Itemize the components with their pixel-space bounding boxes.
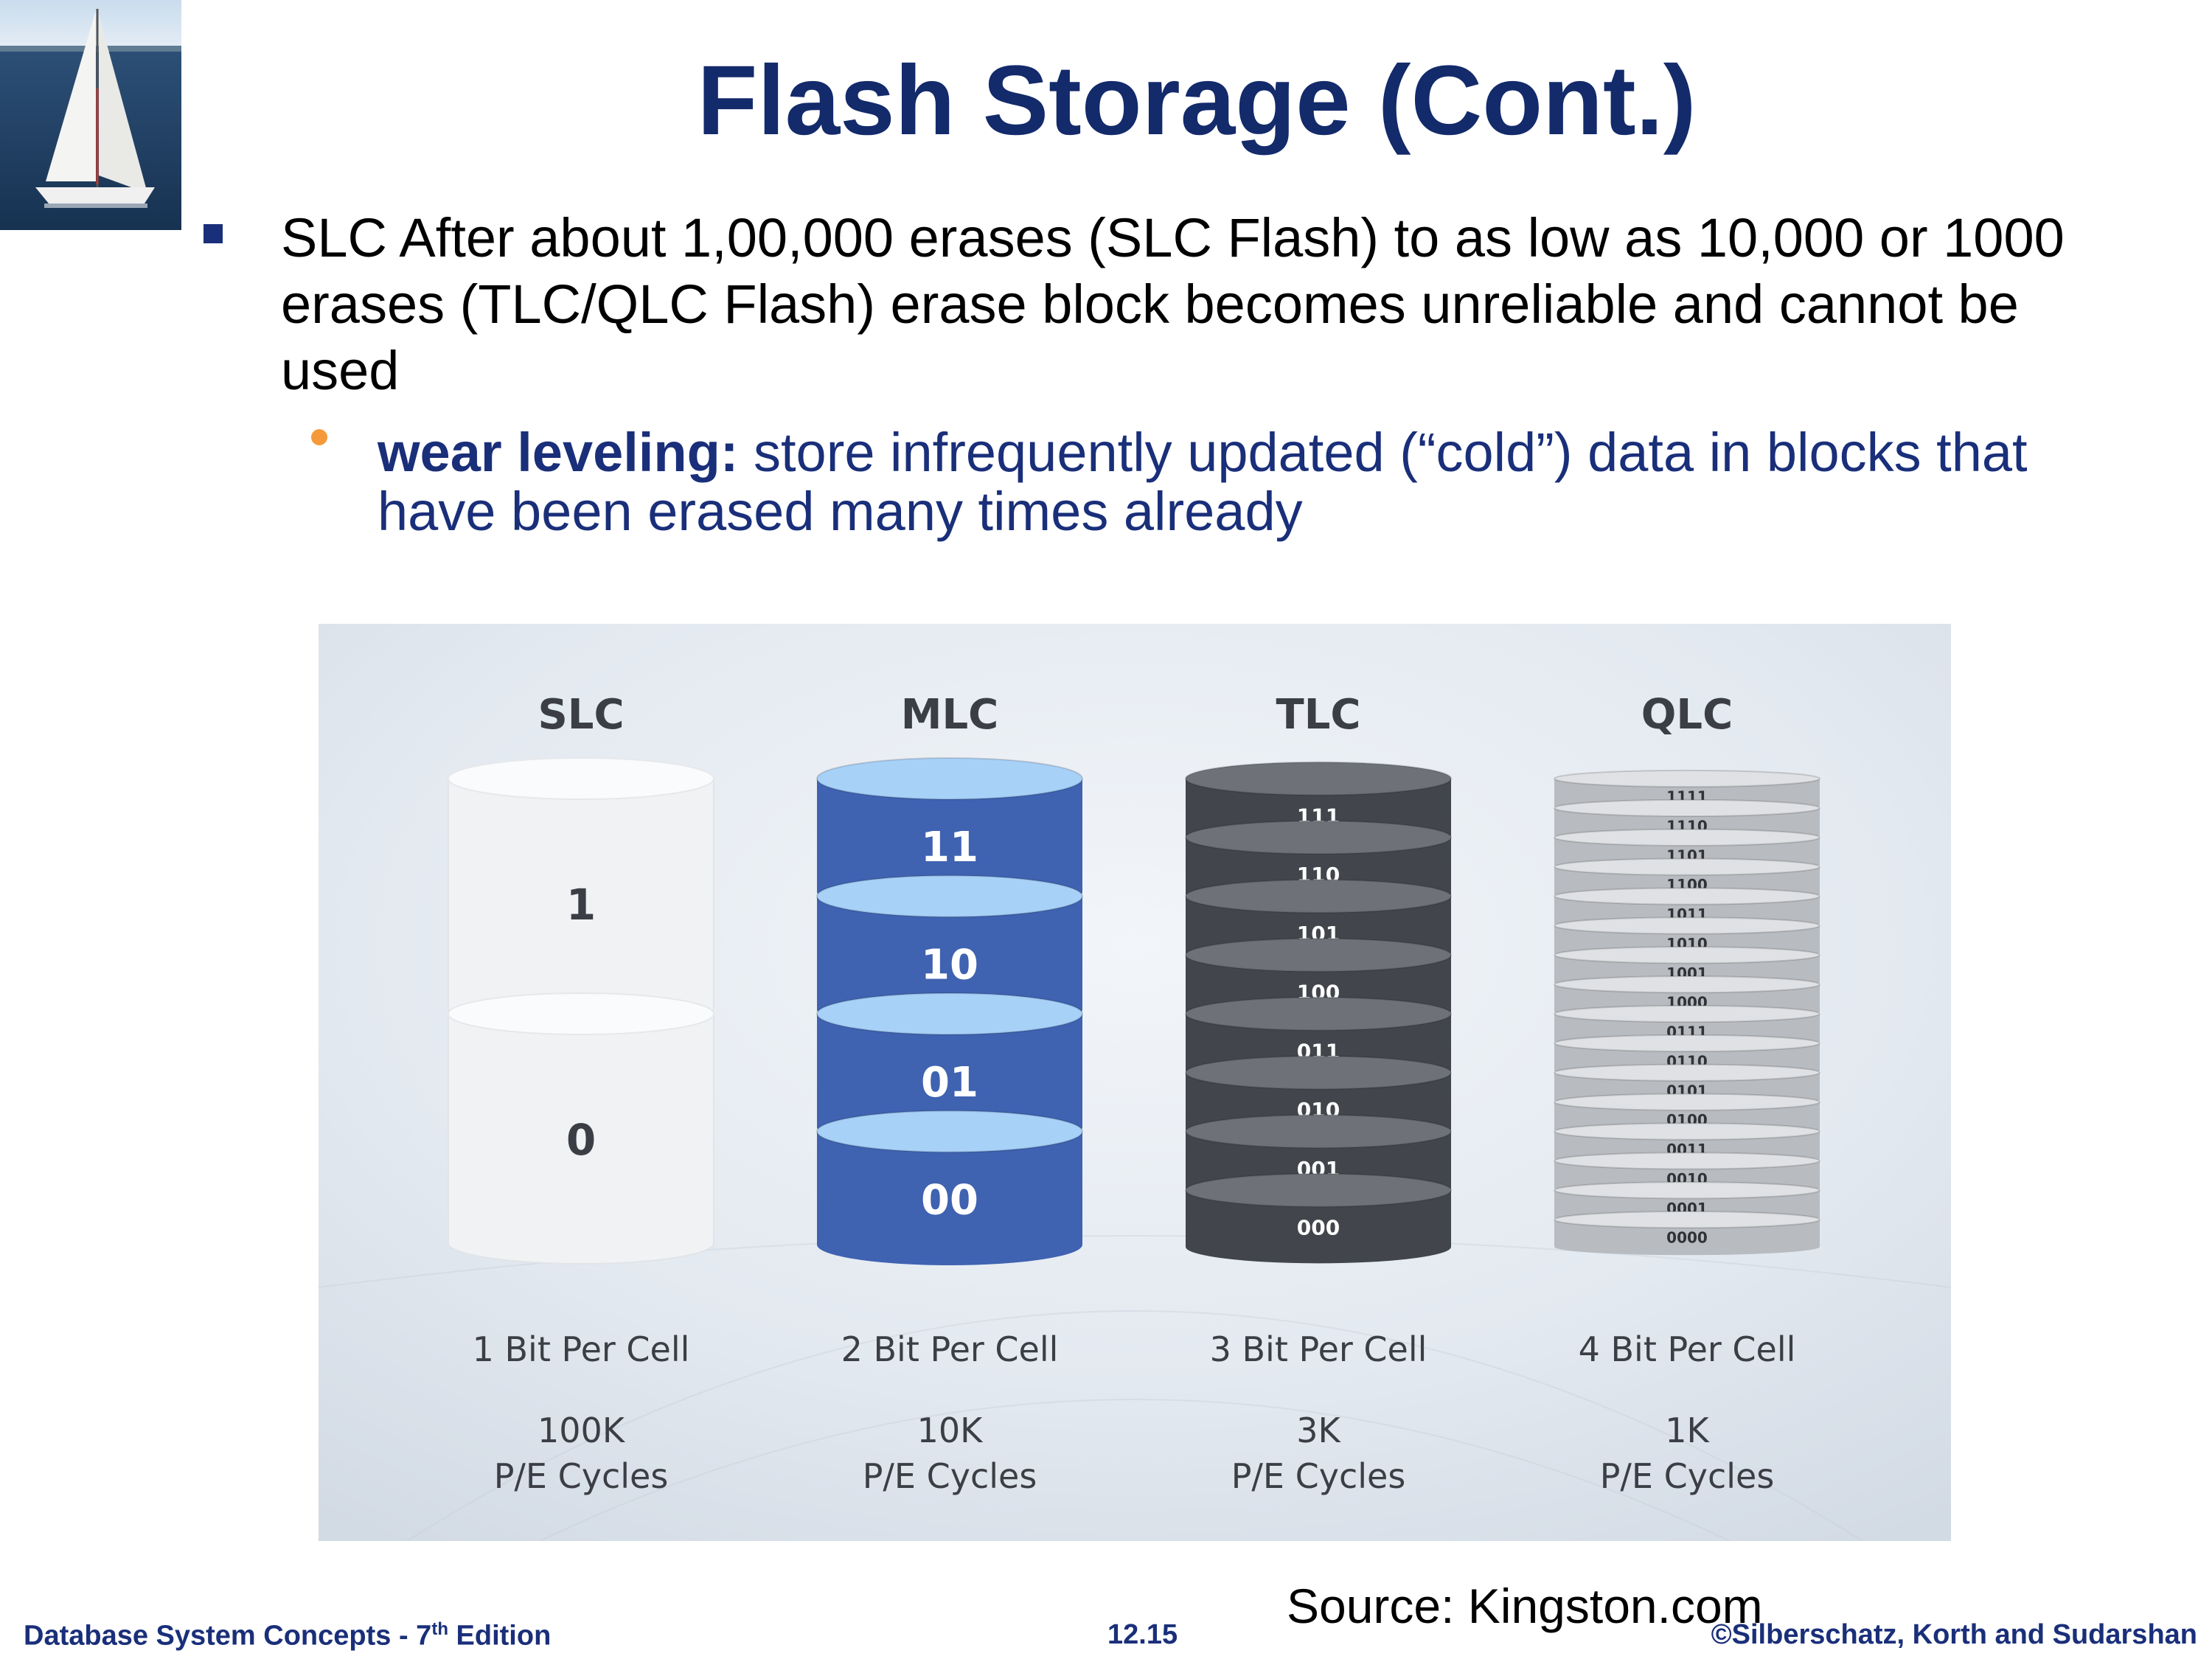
bits-per-cell: 2 Bit Per Cell [841,1329,1059,1369]
footer-book: Database System Concepts - 7th Edition [24,1619,551,1652]
disk-top [816,757,1083,800]
term-wear-leveling: wear leveling: [378,422,739,483]
disk-body [817,1131,1082,1265]
pe-cycles-value: 10K [917,1411,984,1450]
disk-top [1554,769,1820,788]
disk-top [1554,946,1820,964]
disk-top [1554,1152,1820,1170]
dot-bullet-icon [311,429,327,445]
disk-top [1554,1004,1820,1023]
disk-top [816,874,1083,918]
bits-per-cell: 1 Bit Per Cell [473,1329,690,1369]
bits-per-cell: 4 Bit Per Cell [1579,1329,1796,1369]
disk-top [1554,828,1820,846]
disk-top [1554,1181,1820,1200]
level-label: 01 [921,1059,978,1107]
column-slc: SLC 1 0 1 Bit Per Cell 100K P/E Cycles [448,691,714,1496]
bullet-sub: wear leveling: store infrequently update… [378,423,2073,541]
disk-top [1185,996,1452,1032]
disk-top [1554,1122,1820,1141]
disk-top [1554,858,1820,876]
disk-body [1554,1220,1820,1256]
disk-top [1554,1093,1820,1111]
level-label: 10 [921,941,978,989]
footer-book-sup: th [431,1619,448,1639]
level-label: 00 [921,1176,978,1224]
bullet-main: SLC After about 1,00,000 erases (SLC Fla… [281,207,2065,401]
column-title: TLC [1276,691,1361,739]
cell-level: 00 [816,1110,1083,1265]
cell-level: 0000 [1554,1210,1820,1256]
disk-top [1554,1034,1820,1053]
disk-top [1554,917,1820,935]
disk-top [1554,1063,1820,1082]
disk-top [1185,1114,1452,1149]
disk-top [1185,937,1452,973]
column-qlc: QLC1111111011011100101110101001100001110… [1554,691,1820,1496]
footer-page-number: 12.15 [1107,1619,1178,1650]
disk-top [1554,1210,1820,1229]
column-title: QLC [1641,691,1733,739]
disk-top [1185,1055,1452,1091]
cell-level: 0 [448,992,714,1265]
level-label: 000 [1297,1216,1340,1240]
square-bullet-icon [204,224,223,243]
column-title: MLC [901,691,999,739]
disk-top [816,1110,1083,1153]
column-mlc: MLC 11 10 01 00 2 Bit Per Cell 10K P/E Cycles [816,691,1083,1496]
disk-top [448,992,714,1035]
footer-book-suffix: Edition [448,1620,552,1652]
disk-top [1554,799,1820,818]
footer-book-title: Database System Concepts - 7 [24,1620,432,1652]
level-label: 11 [921,824,978,872]
disk-top [1554,975,1820,994]
slide-title: Flash Storage (Cont.) [697,46,1697,156]
pe-cycles-value: 1K [1665,1411,1710,1450]
bits-per-cell: 3 Bit Per Cell [1210,1329,1427,1369]
disk-top [1185,761,1452,796]
level-label: 0000 [1666,1229,1708,1247]
disk-top [816,992,1083,1035]
pe-cycles-value: 3K [1296,1411,1341,1450]
disk-body [1186,1190,1451,1264]
disk-top [1185,1172,1452,1208]
pe-cycles-unit: P/E Cycles [863,1456,1037,1496]
level-label: 0 [566,1115,596,1165]
pe-cycles-value: 100K [538,1411,626,1450]
term-definition: store infrequently updated (“cold”) data… [378,422,2028,542]
disk-top [1185,820,1452,855]
disk-top [1185,879,1452,914]
disk-top [448,757,714,800]
disk-top [1554,887,1820,905]
level-label: 1 [566,880,596,930]
column-title: SLC [538,691,624,739]
pe-cycles-unit: P/E Cycles [1600,1456,1775,1496]
cell-level: 000 [1185,1172,1452,1264]
sailboat-logo [0,0,181,230]
cell-level: 1 [448,757,714,1029]
footer-copyright: ©Silberschatz, Korth and Sudarshan [1711,1619,2197,1650]
pe-cycles-unit: P/E Cycles [1231,1456,1406,1496]
pe-cycles-unit: P/E Cycles [494,1456,669,1496]
disk-body [448,1013,714,1265]
source-credit: Source: Kingston.com [1287,1579,1763,1633]
